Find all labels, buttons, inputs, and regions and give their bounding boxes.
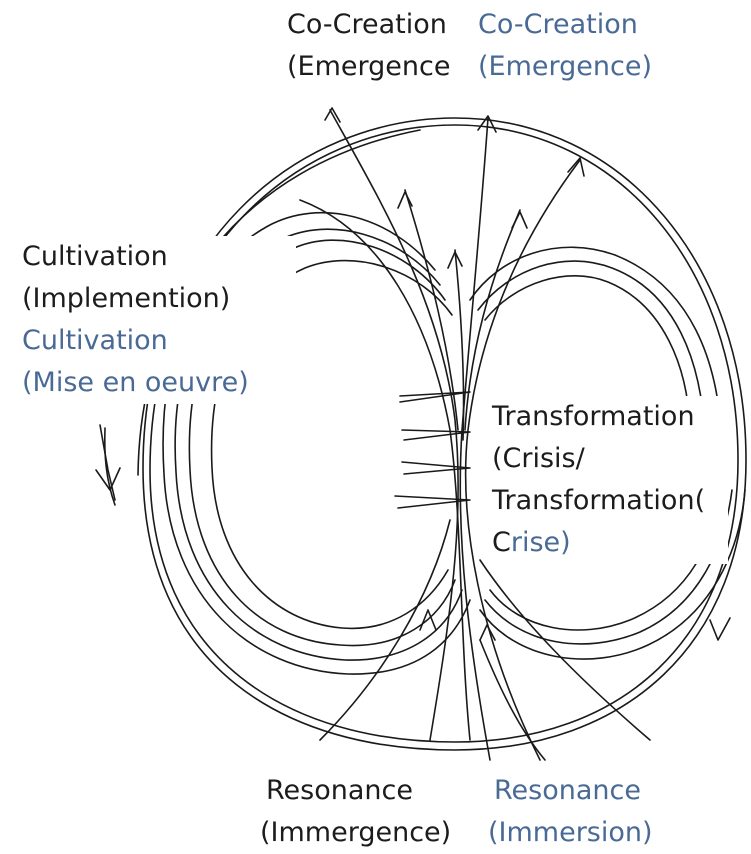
label-left: Cultivation (Implemention) Cultivation (… bbox=[18, 236, 296, 404]
label-bottom-french: Resonance (Immersion) bbox=[484, 770, 657, 854]
right-en-line2: (Crisis/ bbox=[492, 443, 585, 474]
center-zigzags bbox=[394, 391, 471, 509]
right-mixed-en: C bbox=[492, 527, 511, 558]
left-stray-arrow bbox=[103, 427, 116, 506]
central-flow-lines bbox=[299, 109, 651, 761]
top-en-line1: Co-Creation bbox=[287, 9, 447, 40]
label-bottom-english: Resonance (Immergence) bbox=[256, 770, 456, 854]
bottom-fr-line1: Resonance bbox=[494, 775, 641, 806]
bottom-en-line1: Resonance bbox=[266, 775, 413, 806]
top-fr-line2: (Emergence) bbox=[478, 51, 652, 82]
right-en-line1: Transformation bbox=[492, 401, 695, 432]
top-fr-line1: Co-Creation bbox=[478, 9, 638, 40]
left-en-line2: (Implemention) bbox=[22, 283, 231, 314]
label-top-french: Co-Creation (Emergence) bbox=[474, 4, 656, 88]
right-mixed-fr: rise) bbox=[510, 527, 571, 558]
label-right: Transformation (Crisis/ Transformation( … bbox=[488, 396, 728, 564]
bottom-fr-line2: (Immersion) bbox=[488, 817, 653, 848]
left-fr-line1: Cultivation bbox=[22, 325, 168, 356]
left-en-line1: Cultivation bbox=[22, 241, 168, 272]
right-mixed-line: Crise) bbox=[492, 522, 724, 564]
label-top-english: Co-Creation (Emergence bbox=[283, 4, 455, 88]
left-lobe-loops bbox=[162, 211, 471, 675]
top-en-line2: (Emergence bbox=[287, 51, 451, 82]
left-fr-line2: (Mise en oeuvre) bbox=[22, 367, 249, 398]
right-en-line3: Transformation( bbox=[492, 485, 706, 516]
bottom-en-line2: (Immergence) bbox=[260, 817, 452, 848]
